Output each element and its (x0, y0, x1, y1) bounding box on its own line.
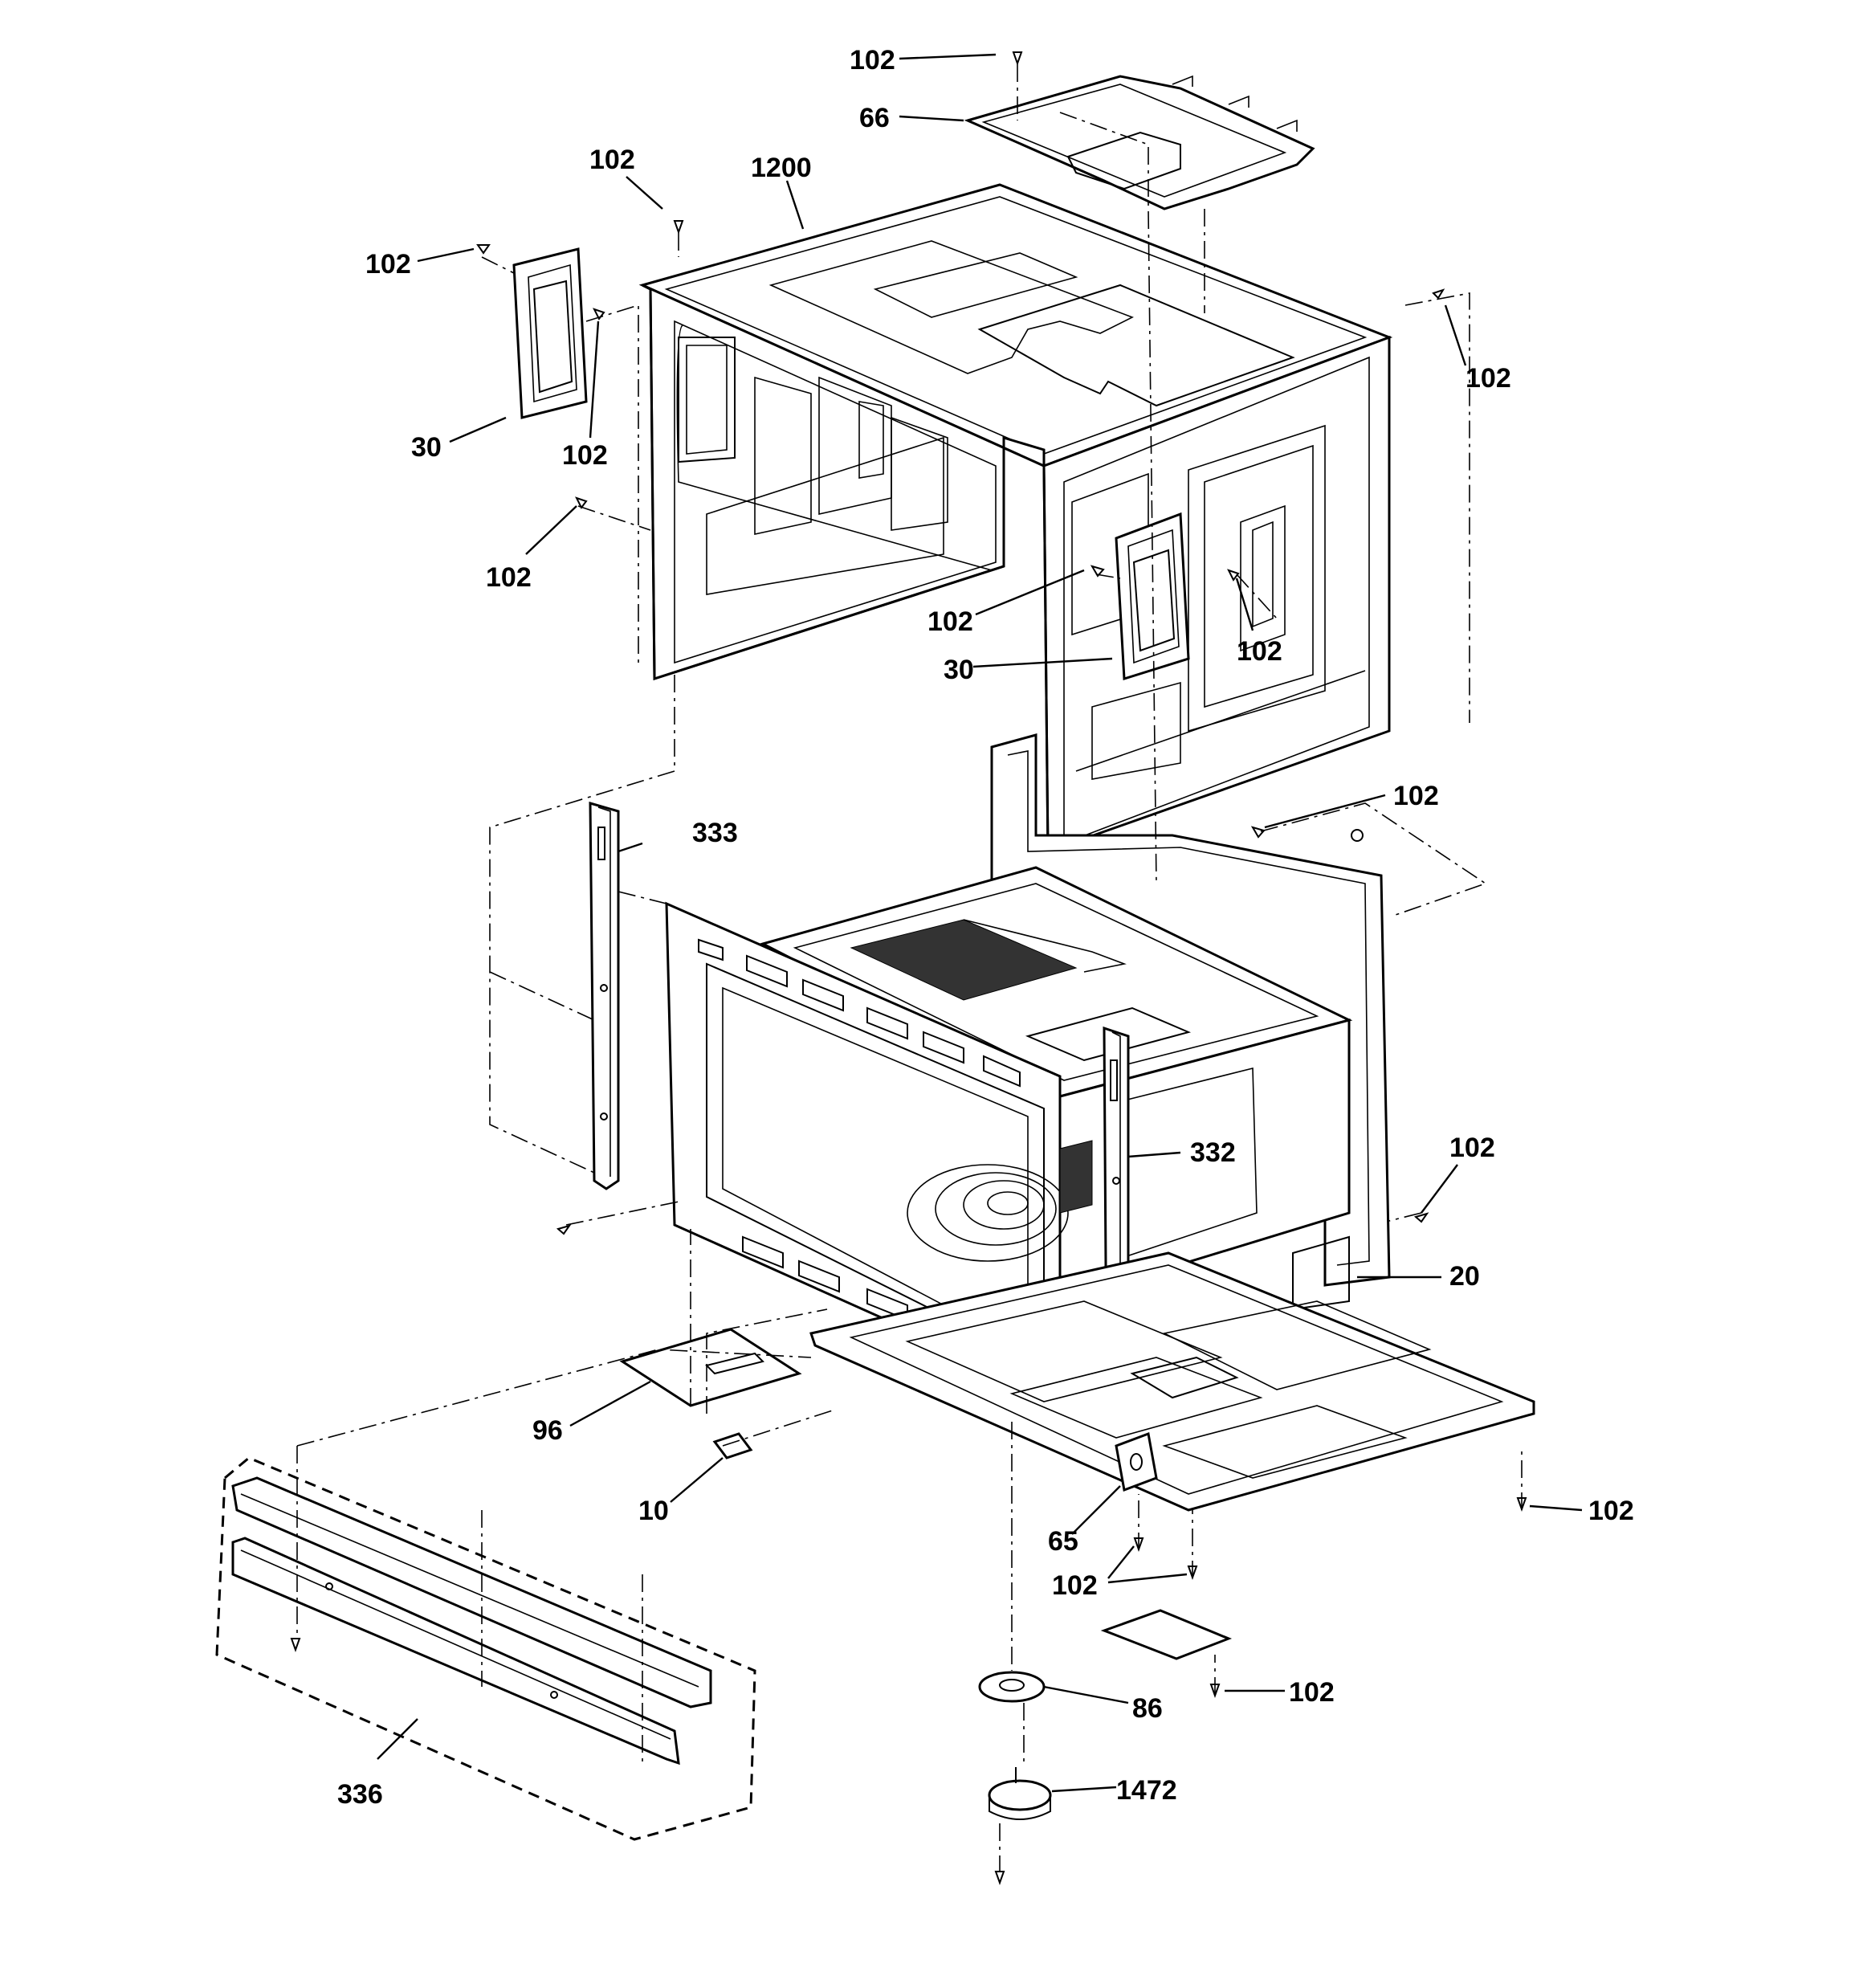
label-1200-outer-case: 1200 (751, 153, 812, 183)
outer-case (638, 183, 1393, 854)
label-333-left-bracket: 333 (692, 818, 738, 848)
label-30-left-gasket: 30 (411, 432, 442, 463)
label-102-case-bottom: 102 (1393, 781, 1439, 811)
access-cover (1100, 1609, 1233, 1660)
label-102-right-gasket-right: 102 (1237, 636, 1282, 667)
label-102-case-top: 102 (589, 145, 635, 175)
turntable-coupler (978, 1671, 1046, 1703)
base-pan (809, 1251, 1535, 1512)
label-102-right-upper: 102 (1466, 363, 1511, 394)
label-96-shield: 96 (532, 1415, 563, 1446)
oven-cavity (665, 866, 1353, 1400)
label-20-cavity-wrapper: 20 (1449, 1261, 1480, 1292)
left-bracket (589, 802, 620, 1190)
label-336-trim-assembly: 336 (337, 1779, 383, 1810)
label-10-pad: 10 (638, 1496, 669, 1526)
label-102-right-gasket-left: 102 (927, 606, 973, 637)
label-102-access-cover: 102 (1289, 1677, 1335, 1708)
left-gasket (512, 247, 588, 419)
label-65-support-bracket: 65 (1048, 1526, 1078, 1557)
label-86-coupler: 86 (1132, 1693, 1163, 1724)
label-102-top-screw: 102 (850, 45, 895, 76)
label-102-cavity-right: 102 (1449, 1133, 1495, 1163)
right-gasket (1115, 512, 1190, 681)
label-30-right-gasket: 30 (944, 655, 974, 685)
shield-plate (619, 1328, 802, 1407)
label-102-left-mid: 102 (562, 440, 608, 471)
callout-labels: 102 66 102 1200 102 102 30 102 102 102 3… (337, 45, 1634, 1810)
top-cover-plate (964, 75, 1315, 210)
leader-lines (377, 53, 1583, 1793)
label-102-base-pair: 102 (1052, 1570, 1098, 1601)
trim-assembly (215, 1456, 756, 1841)
label-1472-motor: 1472 (1116, 1775, 1177, 1806)
label-102-left-lower: 102 (486, 562, 532, 593)
label-102-base-right: 102 (1588, 1496, 1634, 1526)
turntable-motor (988, 1767, 1052, 1820)
support-bracket (1115, 1431, 1158, 1492)
label-102-left-upper: 102 (365, 249, 411, 280)
label-332-right-bracket: 332 (1190, 1137, 1236, 1168)
label-66-top-cover: 66 (859, 103, 890, 133)
pad (712, 1432, 753, 1459)
assembly-lines (296, 64, 1523, 1872)
